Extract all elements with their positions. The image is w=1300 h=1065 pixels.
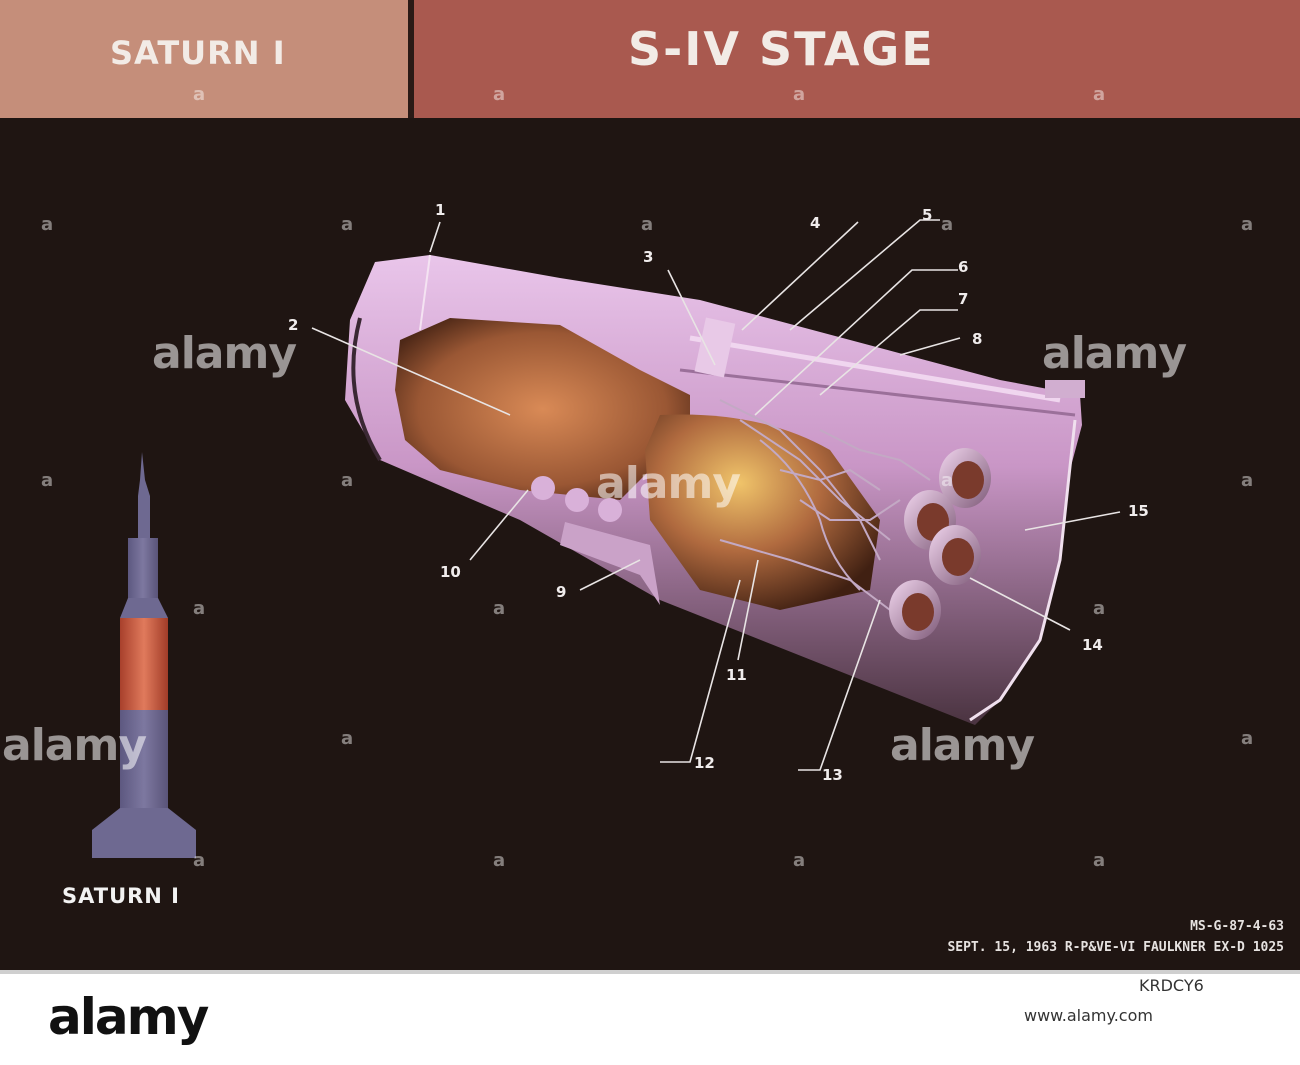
callout-8: 8 — [972, 330, 983, 348]
document-stamp-code: MS-G-87-4-63 — [1190, 919, 1284, 934]
callout-5: 5 — [922, 206, 933, 224]
footer: alamy KRDCY6 www.alamy.com — [0, 970, 1300, 1065]
document-stamp-date: SEPT. 15, 1963 R-P&VE-VI FAULKNER EX-D 1… — [947, 940, 1284, 955]
diagram-panel: 1 2 3 4 5 6 7 8 9 10 11 12 13 14 15 alam… — [0, 84, 1300, 970]
forward-skirt-vent — [694, 317, 736, 378]
callout-2: 2 — [288, 316, 299, 334]
callout-7: 7 — [958, 290, 969, 308]
watermark-alamy: alamy — [152, 328, 297, 379]
callout-13: 13 — [822, 766, 843, 784]
saturn-i-header-title: SATURN I — [110, 34, 286, 72]
watermark-a: a — [641, 214, 654, 235]
site-url: www.alamy.com — [1024, 1006, 1153, 1025]
watermark-a: a — [1093, 598, 1106, 619]
callout-9: 9 — [556, 583, 567, 601]
callout-leaders — [311, 219, 1121, 771]
hydrogen-tank-cutaway — [395, 318, 690, 500]
watermark-a: a — [41, 470, 54, 491]
watermark-alamy: alamy — [2, 720, 147, 771]
oxygen-tank-cutaway — [645, 414, 880, 610]
watermark-a: a — [341, 470, 354, 491]
ullage-rocket-fairing — [560, 522, 660, 605]
callout-6: 6 — [958, 258, 969, 276]
helium-spheres — [531, 476, 622, 522]
alamy-logo: alamy — [48, 988, 209, 1046]
watermark-a: a — [1241, 470, 1254, 491]
header-divider — [408, 0, 414, 118]
s-iv-stage-cutaway-diagram — [311, 219, 1121, 771]
watermark-a: a — [941, 470, 954, 491]
footer-divider — [0, 970, 1300, 974]
watermark-a: a — [493, 598, 506, 619]
watermark-a: a — [493, 850, 506, 871]
watermark-a: a — [341, 214, 354, 235]
rl10-engine-cluster — [889, 448, 991, 640]
watermark-a: a — [793, 850, 806, 871]
watermark-a: a — [1093, 84, 1106, 105]
header-left-panel — [0, 0, 408, 118]
watermark-a: a — [1241, 728, 1254, 749]
watermark-a: a — [341, 728, 354, 749]
watermark-a: a — [41, 214, 54, 235]
header-right-panel — [414, 0, 1300, 118]
image-id: KRDCY6 — [1139, 976, 1204, 995]
watermark-alamy: alamy — [890, 720, 1035, 771]
watermark-a: a — [193, 850, 206, 871]
callout-1: 1 — [435, 201, 446, 219]
watermark-a: a — [1093, 850, 1106, 871]
watermark-a: a — [493, 84, 506, 105]
watermark-a: a — [193, 84, 206, 105]
callout-14: 14 — [1082, 636, 1103, 654]
callout-10: 10 — [440, 563, 461, 581]
tunnel-fairing — [1045, 380, 1085, 398]
callout-12: 12 — [694, 754, 715, 772]
watermark-alamy: alamy — [596, 458, 741, 509]
saturn-i-rocket-caption: SATURN I — [62, 884, 180, 908]
watermark-a: a — [1241, 214, 1254, 235]
watermark-alamy: alamy — [1042, 328, 1187, 379]
watermark-a: a — [193, 598, 206, 619]
callout-3: 3 — [643, 248, 654, 266]
callout-11: 11 — [726, 666, 747, 684]
s-iv-stage-header-title: S-IV STAGE — [628, 22, 935, 76]
watermark-a: a — [793, 84, 806, 105]
engine-plumbing — [719, 399, 931, 611]
watermark-a: a — [941, 214, 954, 235]
callout-15: 15 — [1128, 502, 1149, 520]
saturn-i-rocket-silhouette — [92, 452, 196, 858]
callout-4: 4 — [810, 214, 821, 232]
